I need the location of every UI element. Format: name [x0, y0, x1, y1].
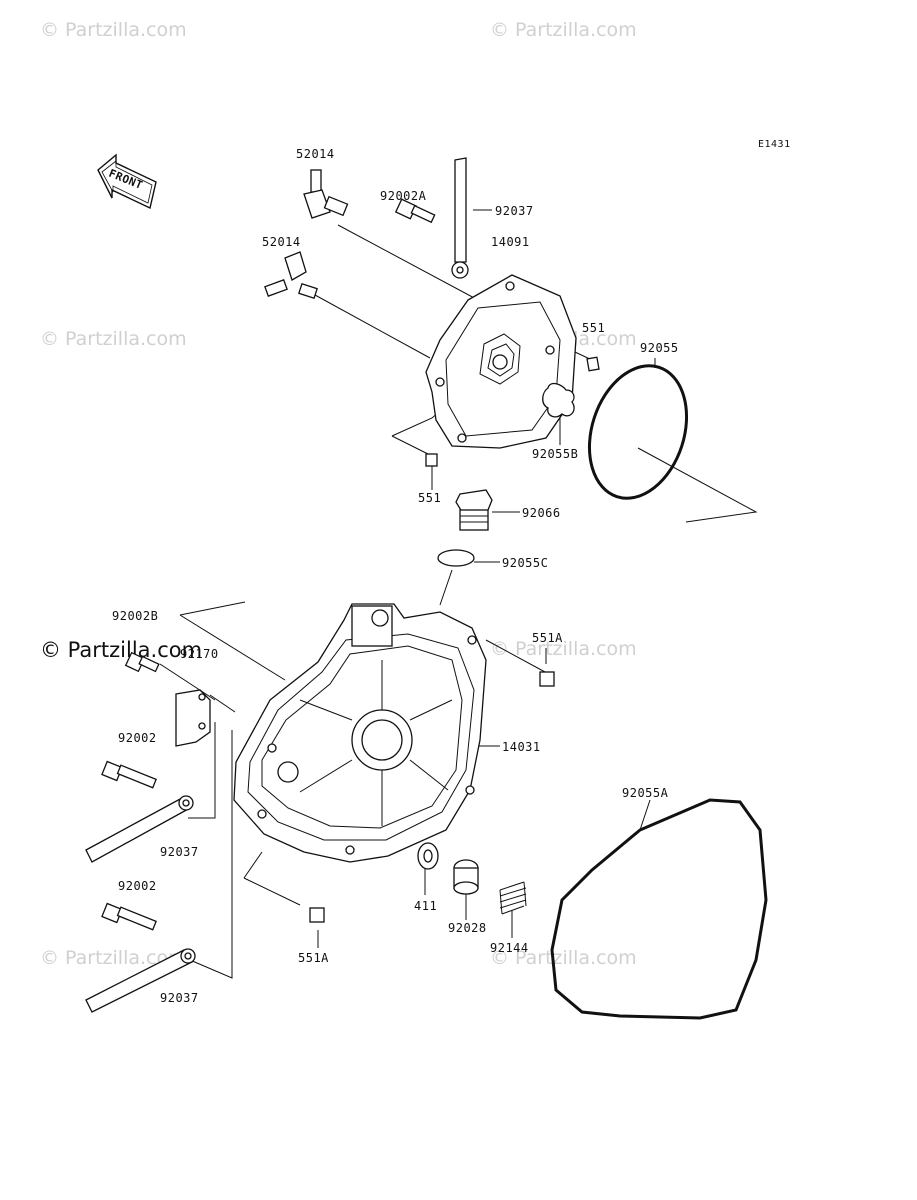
watermark-center-left: © Partzilla.com — [40, 638, 202, 662]
plug-92066 — [455, 489, 493, 531]
label-92144: 92144 — [490, 941, 529, 955]
front-arrow-icon: FRONT — [97, 153, 157, 210]
label-52014-top: 52014 — [296, 147, 335, 161]
label-14031: 14031 — [502, 740, 541, 754]
watermark-top-right: © Partzilla.com — [490, 19, 637, 41]
clamp-92170 — [175, 689, 211, 747]
label-92055: 92055 — [640, 341, 679, 355]
case-cover-14031 — [233, 603, 487, 863]
pin-551-right — [586, 356, 600, 372]
label-411: 411 — [414, 899, 437, 913]
washer-411 — [417, 842, 439, 870]
label-92002A: 92002A — [380, 189, 427, 203]
watermark-mid-left: © Partzilla.com — [40, 328, 187, 350]
pump-cover-14091 — [425, 274, 577, 449]
label-92037-top: 92037 — [495, 204, 534, 218]
label-92055C: 92055C — [502, 556, 548, 570]
label-551-left: 551 — [418, 491, 441, 505]
pin-551A-bottom — [309, 907, 325, 923]
diagram-code: E1431 — [758, 139, 791, 150]
pin-551-left — [425, 453, 438, 467]
pin-551A-top — [539, 671, 555, 687]
watermark-top-left: © Partzilla.com — [40, 19, 187, 41]
label-551A-top: 551A — [532, 631, 563, 645]
label-92002-upper: 92002 — [118, 731, 157, 745]
label-52014-mid: 52014 — [262, 235, 301, 249]
strap-92037-top — [451, 157, 469, 279]
label-92055A: 92055A — [622, 786, 669, 800]
fitting-52014-mid — [264, 251, 318, 300]
bolt-92002B — [124, 651, 160, 673]
label-551-right: 551 — [582, 321, 605, 335]
label-92066: 92066 — [522, 506, 561, 520]
label-92002B: 92002B — [112, 609, 158, 623]
label-92002-lower: 92002 — [118, 879, 157, 893]
watermark-bottom-right: © Partzilla.com — [490, 947, 637, 969]
oring-92055 — [587, 364, 689, 500]
strap-92037-mid — [85, 795, 194, 863]
strap-92037-bottom — [85, 948, 196, 1013]
spring-92144 — [499, 881, 527, 915]
label-551A-bottom: 551A — [298, 951, 329, 965]
label-92037-bottom: 92037 — [160, 991, 199, 1005]
label-92028: 92028 — [448, 921, 487, 935]
watermark-center-right: © Partzilla.com — [490, 638, 637, 660]
label-14091: 14091 — [491, 235, 530, 249]
label-92037-mid: 92037 — [160, 845, 199, 859]
fitting-52014-top — [303, 169, 349, 219]
bolt-92002-upper — [101, 760, 157, 789]
watermark-bottom-left: © Partzilla.com — [40, 947, 187, 969]
bolt-92002-lower — [101, 902, 157, 931]
bolt-92002A — [394, 198, 436, 224]
oring-92055C — [437, 549, 475, 567]
gasket-92055B — [542, 382, 575, 418]
label-92055B: 92055B — [532, 447, 578, 461]
label-92170: 92170 — [180, 647, 219, 661]
oring-92055A — [550, 798, 768, 1020]
bushing-92028 — [453, 859, 479, 895]
